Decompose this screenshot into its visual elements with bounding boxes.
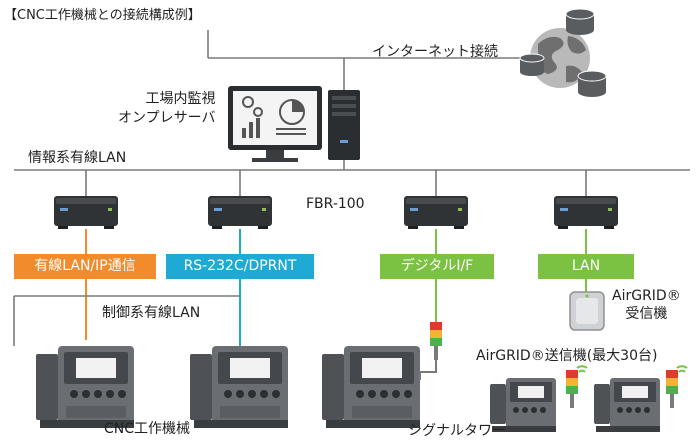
router-icon (54, 196, 118, 229)
router-icon (554, 196, 618, 229)
monitor-icon (228, 86, 322, 162)
airgrid-receiver-line2: 受信機 (625, 306, 668, 322)
receiver-icon (569, 291, 605, 331)
router-icon (208, 196, 272, 229)
airgrid-receiver-label: AirGRID® 受信機 (612, 287, 681, 323)
tag-rs232c: RS-232C/DPRNT (166, 254, 314, 279)
control-lan-label: 制御系有線LAN (102, 305, 201, 321)
signal-tower-icon (430, 322, 442, 360)
tag-digital-if: デジタルI/F (380, 254, 494, 279)
database-icon (577, 70, 607, 97)
cnc-label: CNC工作機械 (104, 421, 191, 437)
tower-arm (419, 360, 437, 380)
tag-lan: LAN (538, 254, 634, 279)
airgrid-receiver-line1: AirGRID® (612, 288, 681, 304)
cnc-machine-icon (594, 378, 660, 432)
info-lan-label: 情報系有線LAN (28, 150, 127, 166)
internet-label: インターネット接続 (372, 44, 498, 60)
airgrid-transmitter-label: AirGRID®送信機(最大30台) (476, 348, 658, 364)
signal-tower-label: シグナルタワー (408, 423, 506, 439)
server-label: 工場内監視 オンプレサーバ (118, 90, 215, 128)
server-label-line1: 工場内監視 (145, 91, 216, 107)
page-title: 【CNC工作機械との接続構成例】 (4, 8, 201, 23)
tag-wired-lan-ip: 有線LAN/IP通信 (14, 254, 156, 279)
database-icon (519, 53, 545, 76)
server-tower-icon (328, 90, 360, 160)
fbr-label: FBR-100 (306, 196, 365, 212)
database-icon (565, 8, 595, 35)
globe-icon (530, 28, 590, 88)
signal-tower-icon (666, 370, 678, 408)
wireless-icon (576, 365, 588, 373)
cnc-machine-icon (36, 346, 134, 428)
signal-tower-icon (566, 370, 578, 408)
server-label-line2: オンプレサーバ (118, 110, 216, 126)
router-icon (404, 196, 468, 229)
wireless-icon (676, 365, 688, 373)
cnc-machine-icon (190, 346, 288, 428)
cnc-machine-icon (322, 346, 420, 428)
